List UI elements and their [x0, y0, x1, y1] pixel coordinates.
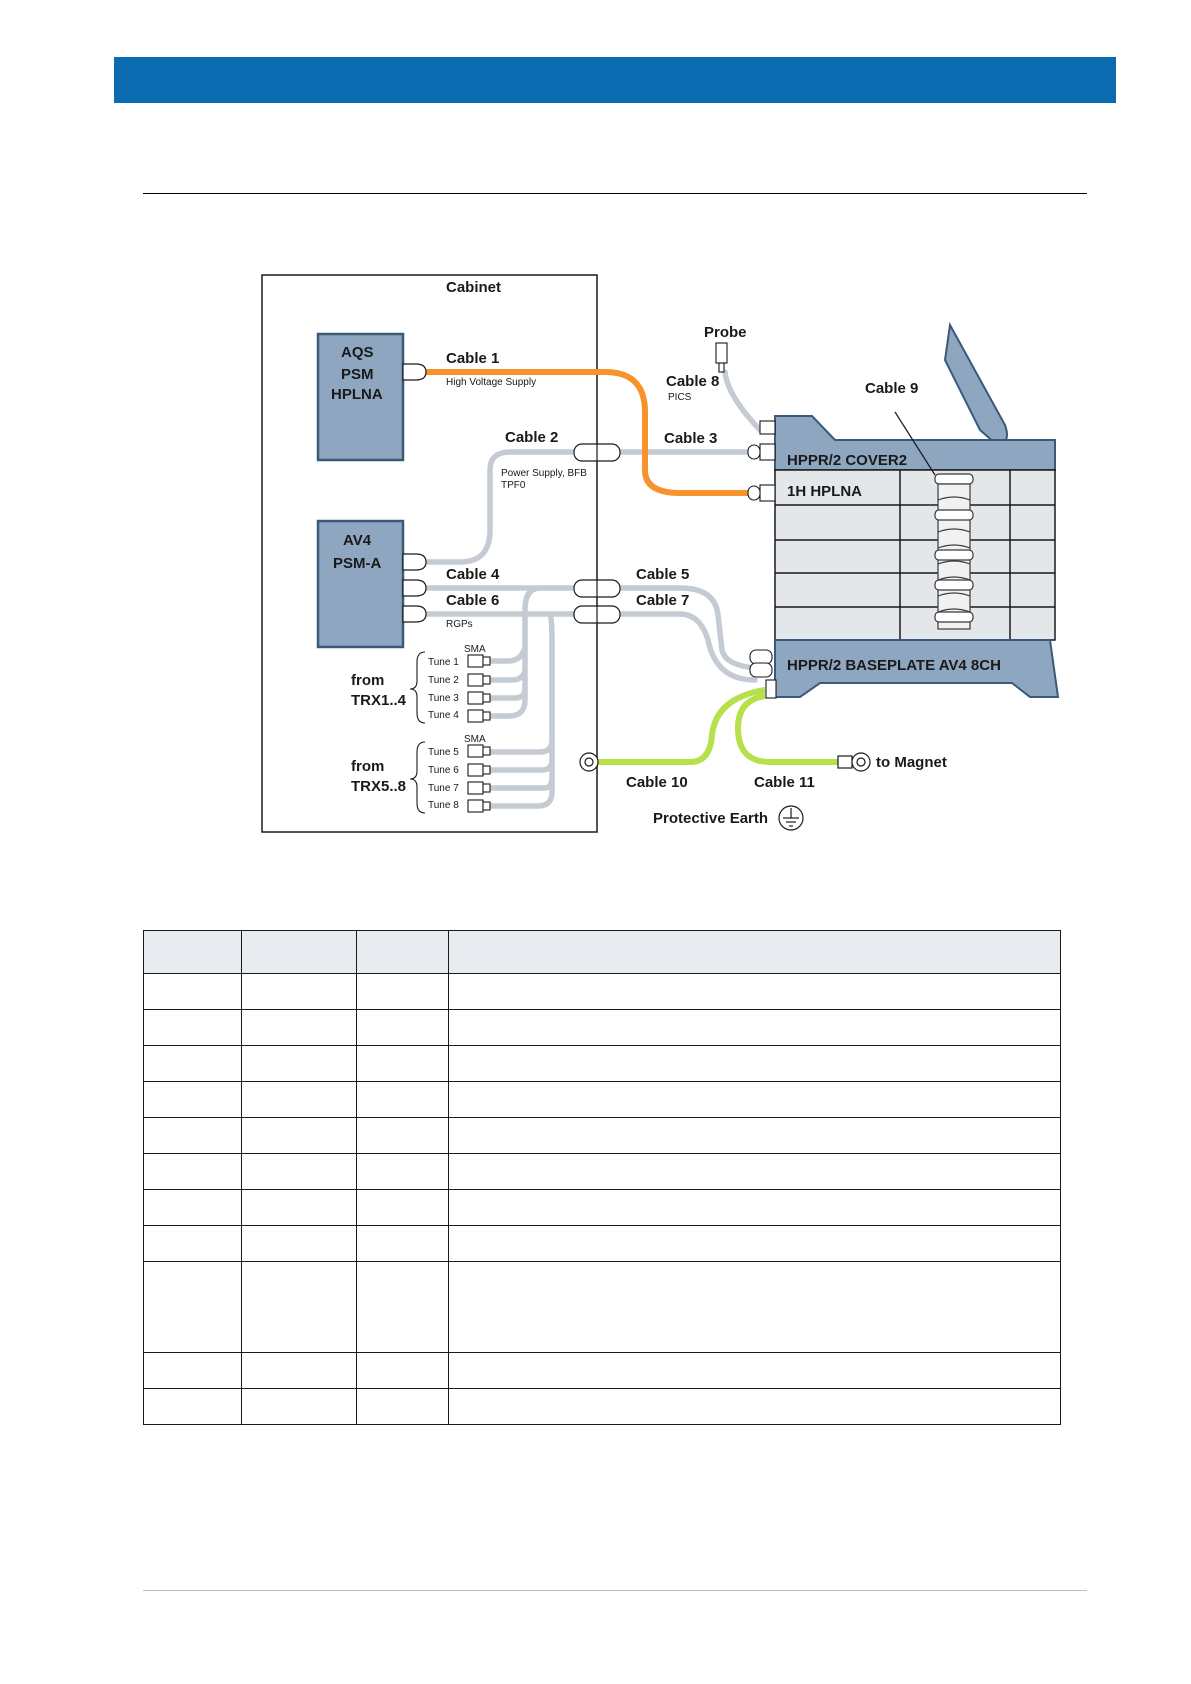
cable-7-label: Cable 7 — [636, 592, 689, 609]
cable-8-sub: PICS — [668, 392, 692, 403]
aqs-line-2: PSM — [341, 366, 374, 383]
ribbon-cable-9 — [934, 473, 974, 630]
table-row — [143, 1045, 1061, 1082]
probe-connector — [715, 342, 777, 699]
aqs-line-3: HPLNA — [331, 386, 383, 403]
trx1-label: TRX1..4 — [351, 692, 407, 709]
signal-cables — [423, 369, 763, 809]
cable-1-label: Cable 1 — [446, 350, 499, 367]
cable-6-sub: RGPs — [446, 619, 473, 630]
cable-4-label: Cable 4 — [446, 566, 500, 583]
cable-table — [143, 930, 1061, 1425]
av4-line-1: AV4 — [343, 532, 372, 549]
aqs-line-1: AQS — [341, 344, 374, 361]
to-magnet-label: to Magnet — [876, 754, 947, 771]
table-row — [143, 1153, 1061, 1190]
table-row — [143, 1117, 1061, 1154]
probe-head — [774, 321, 1060, 698]
cable-11-label: Cable 11 — [754, 774, 815, 791]
header-rule — [143, 193, 1087, 194]
table-row — [143, 1352, 1061, 1389]
cable-2-sub-1: Power Supply, BFB — [501, 468, 587, 479]
table-row — [143, 973, 1061, 1010]
table-row — [143, 1189, 1061, 1226]
from-label-2: from — [351, 758, 384, 775]
table-header-cell — [356, 930, 449, 974]
tune-7-label: Tune 7 — [428, 783, 459, 794]
sma-label-1: SMA — [464, 644, 486, 655]
earth-lugs — [579, 752, 871, 772]
table-header-cell — [143, 930, 242, 974]
hplna-label: 1H HPLNA — [787, 483, 862, 500]
hv-cable — [426, 369, 760, 496]
cover-label: HPPR/2 COVER2 — [787, 452, 907, 469]
av4-line-2: PSM-A — [333, 555, 382, 572]
cable-9-label: Cable 9 — [865, 380, 918, 397]
tune-8-label: Tune 8 — [428, 800, 459, 811]
av4-module — [316, 519, 405, 649]
from-label-1: from — [351, 672, 384, 689]
tune-2-label: Tune 2 — [428, 675, 459, 686]
tune-4-label: Tune 4 — [428, 710, 459, 721]
earth-cables — [598, 687, 848, 765]
cable-2-sub-2: TPF0 — [501, 480, 526, 491]
wall-connectors — [573, 443, 621, 624]
cable-8-label: Cable 8 — [666, 373, 719, 390]
aqs-module — [316, 332, 405, 462]
trx5-label: TRX5..8 — [351, 778, 406, 795]
cable-6-label: Cable 6 — [446, 592, 499, 609]
table-row — [143, 1009, 1061, 1046]
tune-5-label: Tune 5 — [428, 747, 459, 758]
table-row — [143, 1081, 1061, 1118]
footer-rule — [143, 1590, 1087, 1591]
table-header-cell — [241, 930, 357, 974]
module-plugs — [402, 363, 427, 623]
cable-5-label: Cable 5 — [636, 566, 689, 583]
table-row — [143, 1225, 1061, 1262]
ground-icon — [778, 805, 804, 831]
cable-2-label: Cable 2 — [505, 429, 558, 446]
cable-1-sub: High Voltage Supply — [446, 377, 536, 388]
tune-3-label: Tune 3 — [428, 693, 459, 704]
header-bar — [114, 57, 1116, 103]
table-header-cell — [448, 930, 1061, 974]
cable-10-label: Cable 10 — [626, 774, 688, 791]
sma-connectors — [467, 654, 491, 813]
cabinet-label: Cabinet — [446, 279, 501, 296]
tune-1-label: Tune 1 — [428, 657, 459, 668]
baseplate-label: HPPR/2 BASEPLATE AV4 8CH — [787, 657, 1001, 674]
cabling-diagram: Cabinet AQS PSM HPLNA AV4 PSM-A — [261, 274, 1060, 833]
cable-3-label: Cable 3 — [664, 430, 717, 447]
protective-earth-label: Protective Earth — [653, 810, 768, 827]
sma-label-2: SMA — [464, 734, 486, 745]
tune-braces — [409, 651, 426, 814]
table-row — [143, 1388, 1061, 1425]
table-row — [143, 1261, 1061, 1353]
probe-label: Probe — [704, 324, 747, 341]
table-header-row — [143, 930, 1061, 974]
tune-6-label: Tune 6 — [428, 765, 459, 776]
